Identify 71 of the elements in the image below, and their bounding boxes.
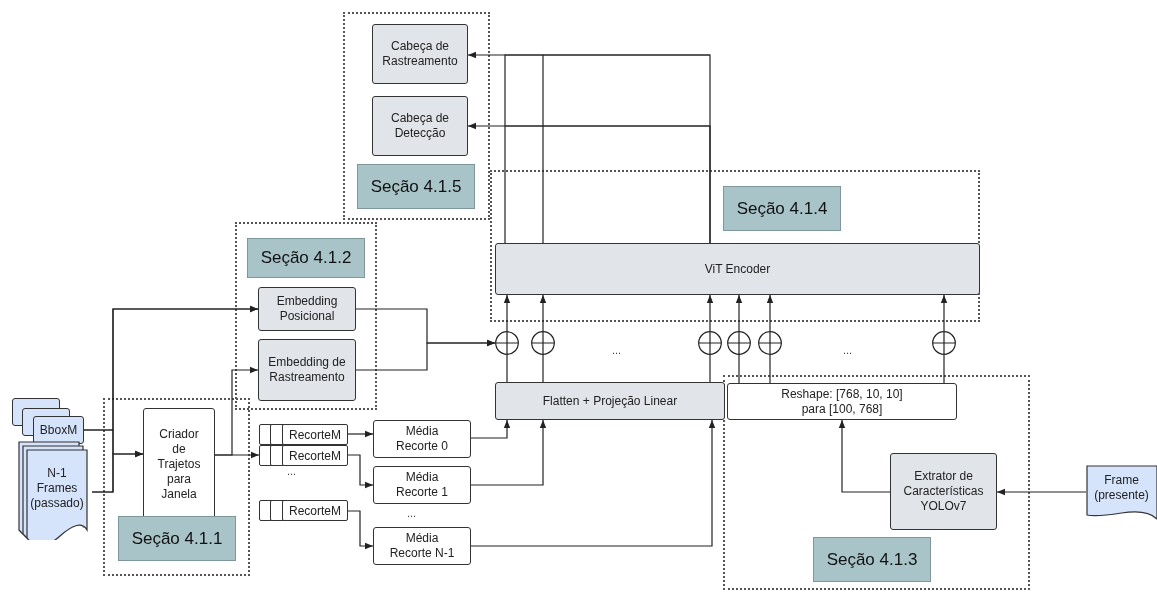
process-box: [890, 453, 997, 530]
crop-stack: [259, 445, 348, 466]
crop-stack: [259, 424, 348, 445]
crop-label: RecorteM: [289, 504, 341, 517]
process-box: [727, 383, 957, 420]
ellipsis-label: ...: [407, 508, 417, 519]
document-label: N-1 Frames (passado): [29, 465, 85, 511]
process-box: [372, 96, 468, 156]
section-label: Seção 4.1.2: [260, 247, 352, 270]
ellipsis-label: ...: [843, 345, 853, 356]
ellipsis-label: ...: [612, 345, 622, 356]
box-label: Média Recorte 1: [395, 470, 449, 500]
crop-label: RecorteM: [289, 449, 341, 462]
sum-symbol: [932, 331, 956, 355]
section-box: [118, 516, 236, 561]
arrow: [539, 294, 547, 332]
section-box: [357, 164, 475, 209]
arrow: [347, 454, 374, 489]
document-label: BboxM: [39, 422, 78, 439]
process-box: [495, 243, 980, 295]
arrow: [706, 294, 714, 332]
box-label: Embedding Posicional: [275, 294, 339, 324]
arrow: [996, 488, 1087, 496]
crop-label: RecorteM: [289, 428, 341, 441]
box-label: Média Recorte 0: [395, 424, 449, 454]
arrow: [214, 366, 259, 456]
section-box: [247, 238, 365, 278]
section-label: Seção 4.1.3: [826, 548, 918, 571]
arrow: [470, 419, 547, 486]
document-stack: [10, 396, 84, 446]
arrow: [735, 294, 743, 332]
sum-symbol: [727, 331, 751, 355]
arrow: [766, 294, 774, 332]
arrow: [838, 419, 891, 493]
section-label: Seção 4.1.5: [370, 175, 462, 198]
process-box: [373, 420, 471, 458]
box-label: Embedding de Rastreamento: [267, 355, 347, 385]
box-label: Reshape: [768, 10, 10] para [100, 768]: [780, 386, 904, 417]
box-label: Cabeça de Detecção: [389, 111, 450, 141]
box-label: ViT Encoder: [704, 261, 771, 277]
section-box: [813, 537, 931, 582]
process-box: [372, 24, 468, 84]
arrow: [347, 510, 374, 550]
sum-symbol: [531, 331, 555, 355]
process-box: [258, 287, 356, 331]
arrow: [467, 122, 711, 244]
box-label: Extrator de Características YOLOv7: [902, 469, 985, 514]
crop-stack: [259, 500, 348, 521]
process-box: [258, 339, 356, 401]
arrow: [91, 305, 259, 493]
arrow: [503, 294, 511, 332]
section-label: Seção 4.1.4: [736, 197, 828, 220]
arrow: [470, 419, 511, 439]
sum-symbol: [698, 331, 722, 355]
document-label: Frame (presente): [1093, 473, 1150, 503]
process-box: [373, 466, 471, 504]
ellipsis-label: ...: [287, 466, 297, 477]
box-label: Criador de Trajetos para Janela: [157, 426, 201, 502]
box-label: Cabeça de Rastreamento: [381, 39, 459, 69]
arrow: [940, 294, 948, 332]
section-label: Seção 4.1.1: [131, 527, 223, 550]
process-box: [373, 527, 471, 565]
arrow: [347, 430, 374, 438]
arrow: [470, 419, 716, 547]
process-box: [495, 382, 725, 420]
box-label: Média Recorte N-1: [388, 531, 456, 561]
box-label: Flatten + Projeção Linear: [542, 393, 678, 409]
sum-symbol: [495, 331, 519, 355]
section-box: [723, 186, 841, 231]
arrow: [355, 339, 496, 371]
sum-symbol: [758, 331, 782, 355]
